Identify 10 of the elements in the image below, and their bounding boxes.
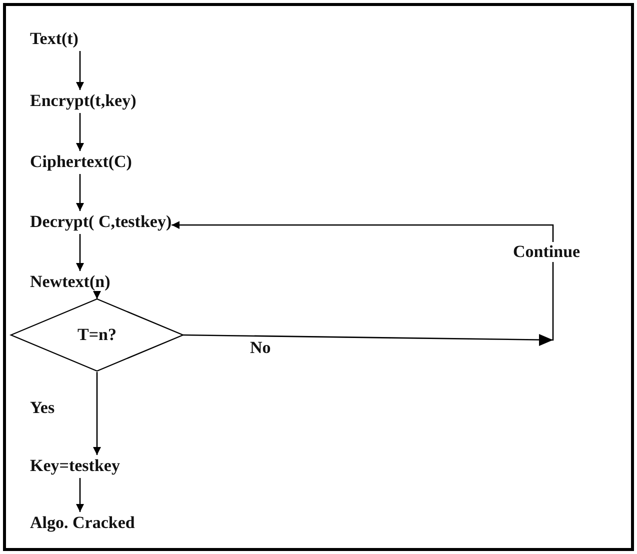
step-text: Key=testkey [30, 455, 120, 477]
step-text: Newtext(n) [30, 271, 110, 293]
step-text: Ciphertext(C) [30, 151, 132, 173]
decision-text: T=n? [78, 324, 116, 346]
step-text: Encrypt(t,key) [30, 90, 136, 112]
loop-label: Continue [513, 242, 580, 262]
decision-diamond [11, 299, 183, 371]
step-text: Decrypt( C,testkey) [30, 211, 172, 233]
step-text: Algo. Cracked [30, 512, 135, 534]
step-text: Text(t) [30, 28, 78, 50]
